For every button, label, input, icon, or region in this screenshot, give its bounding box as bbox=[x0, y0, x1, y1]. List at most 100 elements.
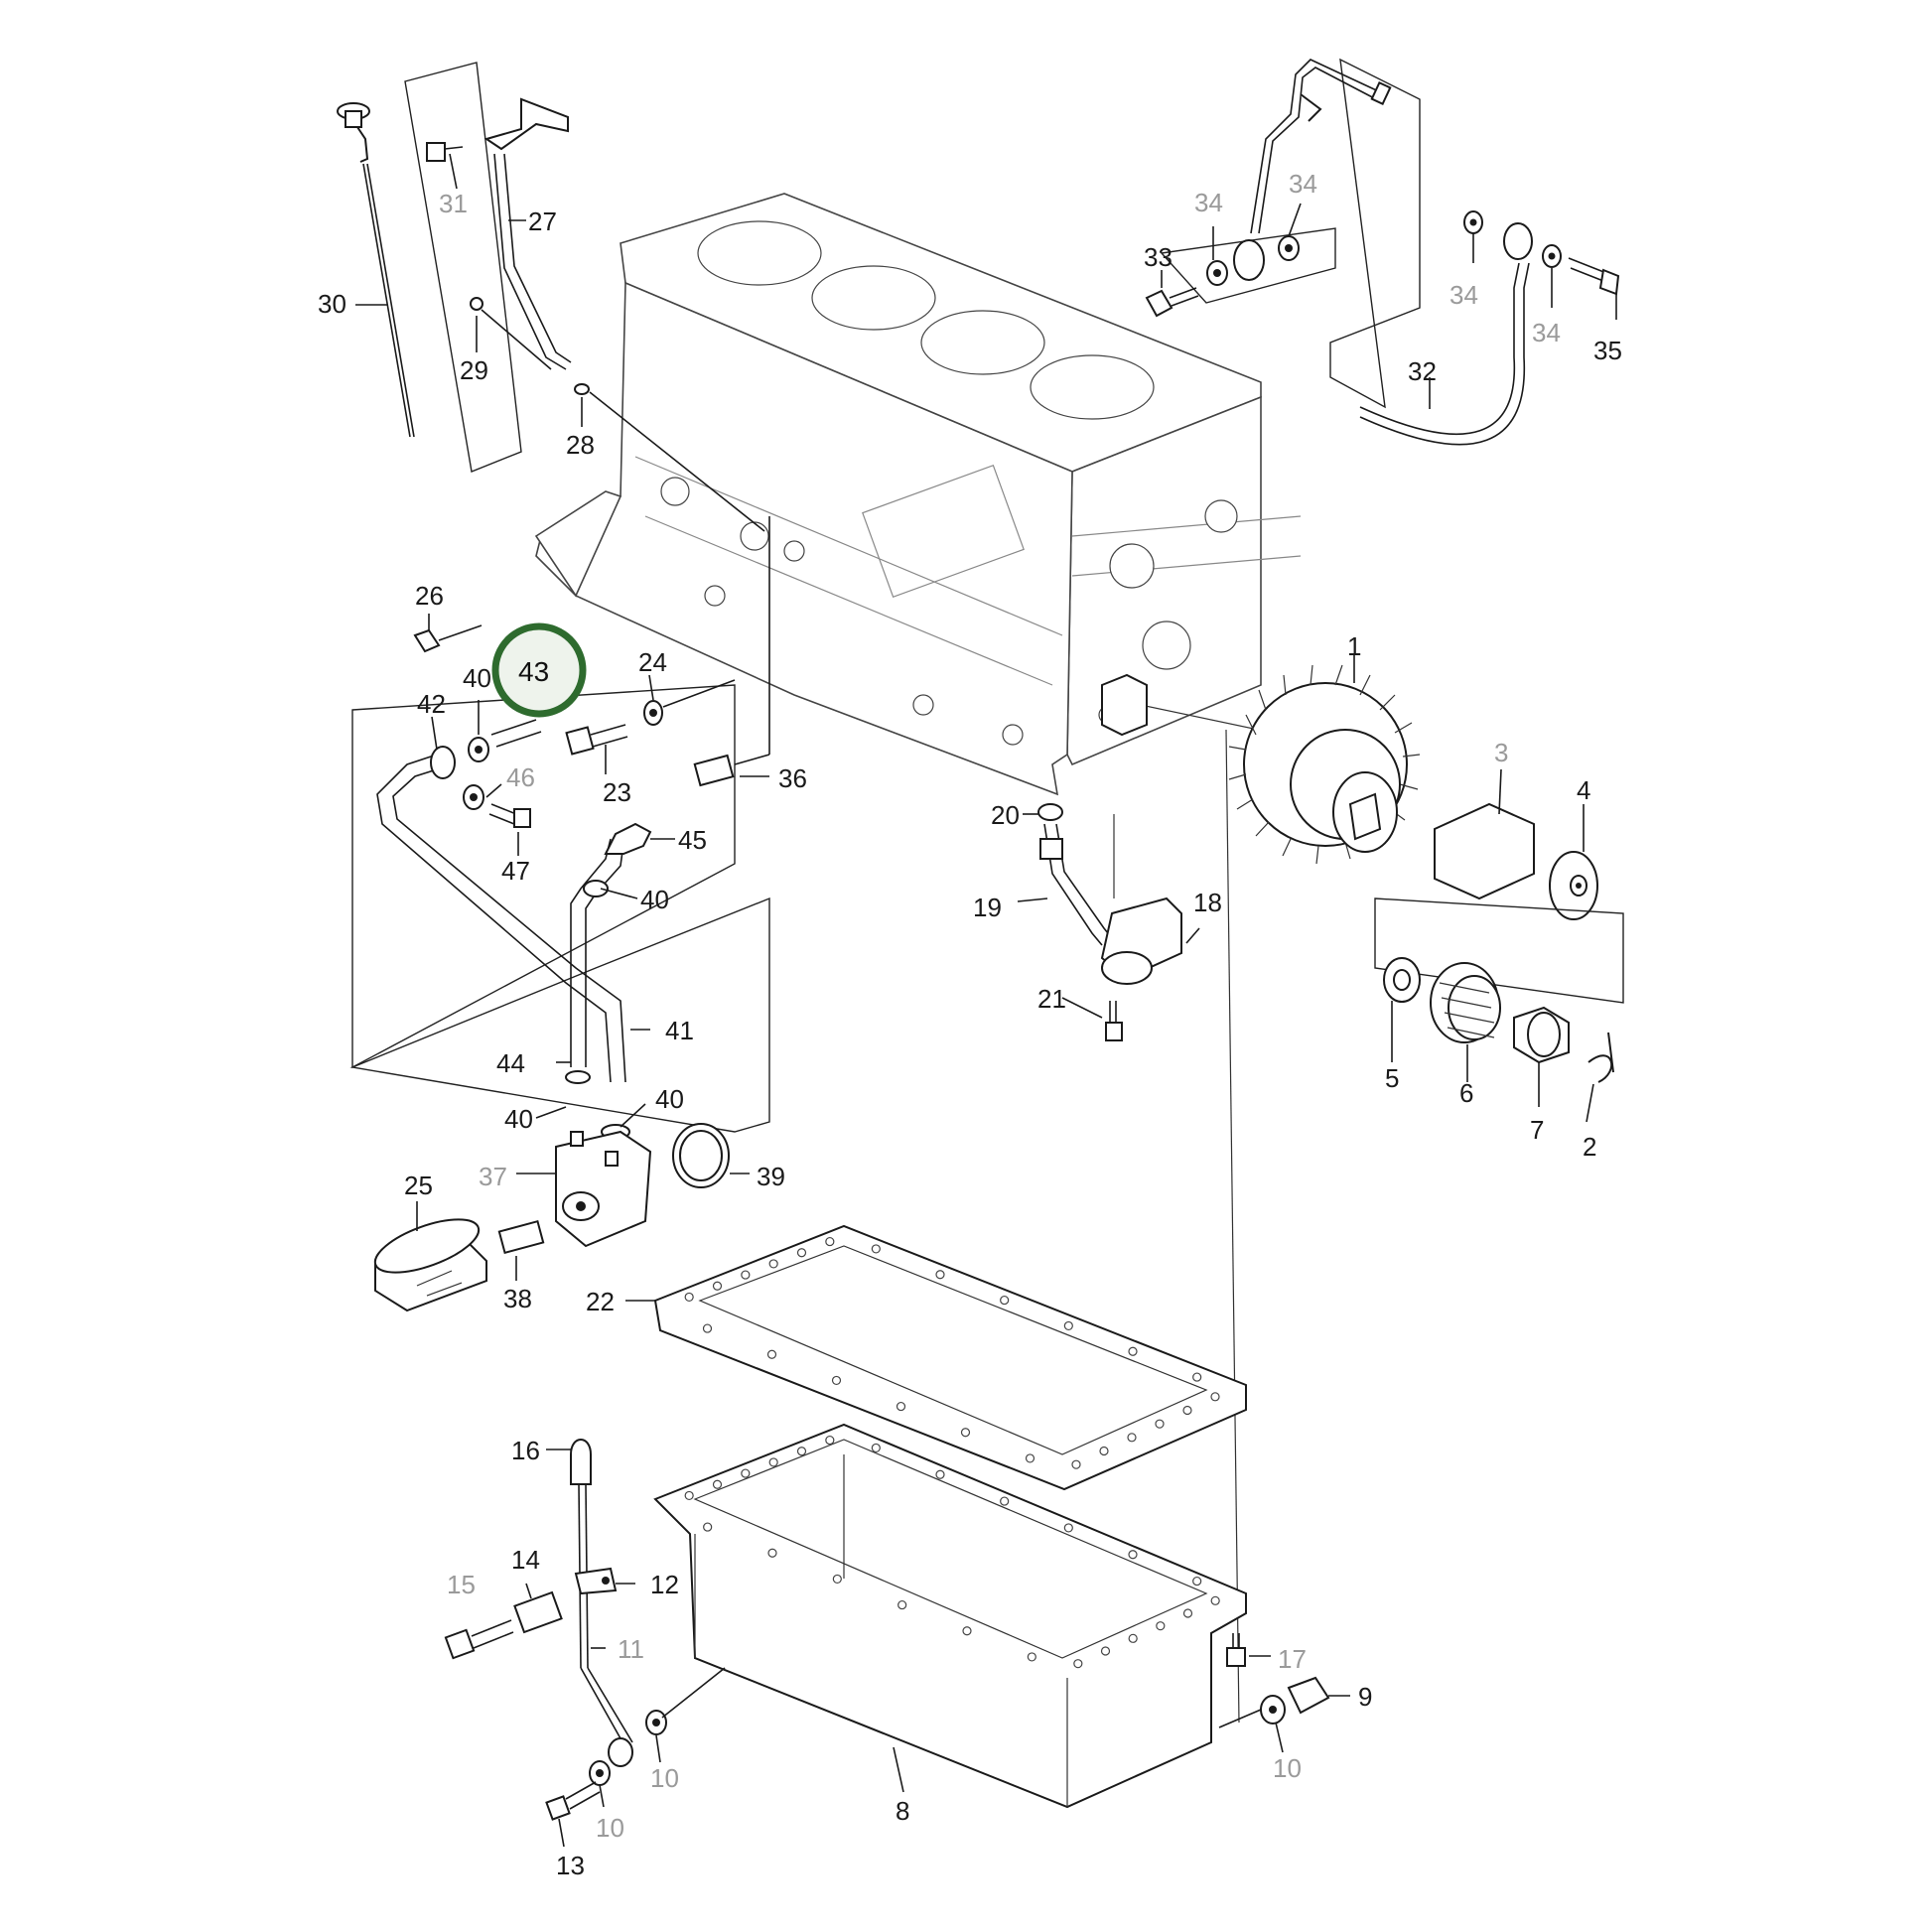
gasket-bolt-hole bbox=[1155, 1419, 1165, 1429]
pan-bolt-hole bbox=[832, 1574, 842, 1585]
gasket-bolt-hole bbox=[741, 1270, 751, 1280]
callout-43[interactable]: 43 bbox=[518, 656, 549, 687]
callout-10-c[interactable]: 10 bbox=[596, 1813, 624, 1843]
gasket-bolt-hole bbox=[871, 1244, 881, 1254]
callout-45[interactable]: 45 bbox=[678, 825, 707, 855]
gasket-bolt-hole bbox=[1071, 1459, 1081, 1469]
callout-47[interactable]: 47 bbox=[501, 856, 530, 886]
pan-bolt-hole bbox=[897, 1599, 907, 1610]
callout-36[interactable]: 36 bbox=[778, 763, 807, 793]
callout-22[interactable]: 22 bbox=[586, 1287, 615, 1316]
callout-41[interactable]: 41 bbox=[665, 1016, 694, 1045]
pan-bolt-hole bbox=[712, 1479, 723, 1489]
callout-37[interactable]: 37 bbox=[479, 1162, 507, 1191]
callout-3[interactable]: 3 bbox=[1494, 738, 1508, 767]
callout-14[interactable]: 14 bbox=[511, 1545, 540, 1575]
callout-34-b[interactable]: 34 bbox=[1289, 169, 1317, 199]
callout-1[interactable]: 1 bbox=[1347, 631, 1361, 661]
callout-15[interactable]: 15 bbox=[447, 1570, 476, 1599]
callout-46[interactable]: 46 bbox=[506, 762, 535, 792]
oil-pipe-assembly bbox=[1145, 58, 1620, 446]
callout-30[interactable]: 30 bbox=[318, 289, 346, 319]
callout-7[interactable]: 7 bbox=[1530, 1115, 1544, 1145]
callout-33[interactable]: 33 bbox=[1144, 242, 1173, 272]
gasket-bolt-hole bbox=[1000, 1295, 1010, 1306]
callout-21[interactable]: 21 bbox=[1037, 984, 1066, 1014]
callout-23[interactable]: 23 bbox=[603, 777, 631, 807]
gasket-bolt-hole bbox=[896, 1401, 906, 1412]
pan-bolt-hole bbox=[1027, 1652, 1036, 1662]
pan-bolt-hole bbox=[1128, 1633, 1138, 1643]
pan-bolt-hole bbox=[1063, 1523, 1073, 1533]
callout-26[interactable]: 26 bbox=[415, 581, 444, 611]
callout-10-b[interactable]: 10 bbox=[650, 1763, 679, 1793]
pan-bolt-hole bbox=[684, 1490, 694, 1501]
callout-44[interactable]: 44 bbox=[496, 1048, 525, 1078]
engine-block bbox=[534, 193, 1302, 796]
callout-31[interactable]: 31 bbox=[439, 189, 468, 218]
callout-10-a[interactable]: 10 bbox=[1273, 1753, 1302, 1783]
highlight-ring bbox=[491, 622, 587, 718]
gasket-bolt-hole bbox=[768, 1259, 778, 1269]
gasket-bolt-hole bbox=[960, 1428, 971, 1438]
callout-34-d[interactable]: 34 bbox=[1532, 318, 1561, 347]
callout-34-a[interactable]: 34 bbox=[1194, 188, 1223, 217]
callout-13[interactable]: 13 bbox=[556, 1851, 585, 1880]
callout-9[interactable]: 9 bbox=[1358, 1682, 1372, 1712]
dipstick-assembly bbox=[337, 62, 765, 532]
callout-20[interactable]: 20 bbox=[991, 800, 1020, 830]
pan-bolt-hole bbox=[1000, 1496, 1010, 1506]
pan-bolt-hole bbox=[1128, 1550, 1138, 1560]
gasket-bolt-hole bbox=[1099, 1446, 1109, 1456]
pan-bolt-hole bbox=[796, 1447, 807, 1456]
gasket-bolt-hole bbox=[825, 1236, 835, 1247]
gasket-bolt-hole bbox=[1192, 1372, 1202, 1382]
gasket-bolt-hole bbox=[1063, 1320, 1073, 1331]
pan-bolt-hole bbox=[1073, 1659, 1083, 1669]
callout-25[interactable]: 25 bbox=[404, 1171, 433, 1200]
pan-bolt-hole bbox=[741, 1468, 751, 1478]
gasket-bolt-hole bbox=[935, 1270, 945, 1280]
callout-35[interactable]: 35 bbox=[1593, 336, 1622, 365]
callout-32[interactable]: 32 bbox=[1408, 356, 1437, 386]
callout-27[interactable]: 27 bbox=[528, 207, 557, 236]
callout-11[interactable]: 11 bbox=[618, 1634, 644, 1664]
gasket-bolt-hole bbox=[1128, 1346, 1138, 1356]
pan-bolt-hole bbox=[1156, 1621, 1166, 1631]
callout-40-a[interactable]: 40 bbox=[463, 663, 491, 693]
callout-24[interactable]: 24 bbox=[638, 647, 667, 677]
callout-40-c[interactable]: 40 bbox=[504, 1104, 533, 1134]
oil-strainer-assembly bbox=[1017, 803, 1200, 1041]
callout-12[interactable]: 12 bbox=[650, 1570, 679, 1599]
callout-16[interactable]: 16 bbox=[511, 1436, 540, 1465]
gasket-bolt-hole bbox=[1127, 1433, 1137, 1443]
callout-38[interactable]: 38 bbox=[503, 1284, 532, 1313]
callout-2[interactable]: 2 bbox=[1583, 1132, 1596, 1162]
callout-18[interactable]: 18 bbox=[1193, 888, 1222, 917]
callout-6[interactable]: 6 bbox=[1459, 1078, 1473, 1108]
gasket-bolt-hole bbox=[1025, 1453, 1035, 1463]
pan-bolt-hole bbox=[1210, 1595, 1220, 1605]
callout-28[interactable]: 28 bbox=[566, 430, 595, 460]
callout-17[interactable]: 17 bbox=[1278, 1644, 1307, 1674]
gasket-bolt-hole bbox=[766, 1349, 777, 1359]
highlight-callout-43[interactable] bbox=[491, 622, 587, 718]
callout-40-b[interactable]: 40 bbox=[640, 885, 669, 914]
pan-bolt-hole bbox=[962, 1626, 972, 1636]
callout-42[interactable]: 42 bbox=[417, 689, 446, 719]
gasket-bolt-hole bbox=[1182, 1405, 1192, 1416]
pan-bolt-hole bbox=[935, 1469, 945, 1479]
callout-19[interactable]: 19 bbox=[973, 893, 1002, 922]
callout-5[interactable]: 5 bbox=[1385, 1063, 1399, 1093]
pan-bolt-hole bbox=[871, 1443, 881, 1453]
callout-34-c[interactable]: 34 bbox=[1449, 280, 1478, 310]
callout-40-d[interactable]: 40 bbox=[655, 1084, 684, 1114]
oil-pan bbox=[444, 1423, 1350, 1848]
pan-bolt-hole bbox=[1182, 1608, 1193, 1618]
callout-29[interactable]: 29 bbox=[460, 355, 488, 385]
callout-4[interactable]: 4 bbox=[1577, 775, 1590, 805]
callout-39[interactable]: 39 bbox=[757, 1162, 785, 1191]
oil-pump-assembly bbox=[1101, 655, 1624, 1724]
callout-8[interactable]: 8 bbox=[896, 1796, 909, 1826]
